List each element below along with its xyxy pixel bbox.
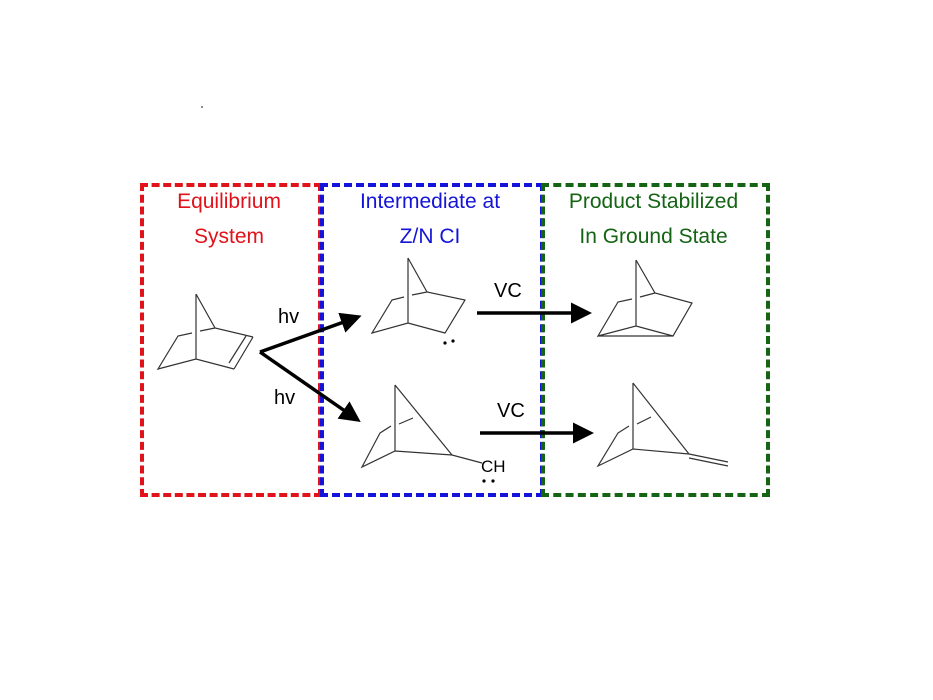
vc-label-bottom: VC xyxy=(497,400,525,422)
hv-label-top: hv xyxy=(278,306,300,328)
product-title: Product Stabilized In Ground State xyxy=(543,184,764,254)
ch-label: CH xyxy=(481,457,506,476)
vc-arrows xyxy=(477,302,594,444)
title-line: Intermediate at xyxy=(359,190,501,213)
title-line: System xyxy=(193,225,264,248)
title-line: Product Stabilized xyxy=(568,190,739,213)
intermediate-carbene-1 xyxy=(370,257,466,345)
stray-dot xyxy=(201,106,203,108)
product-box xyxy=(541,183,770,497)
hv-arrows xyxy=(259,312,362,422)
title-line: In Ground State xyxy=(579,225,728,248)
product-methylene xyxy=(596,382,729,468)
product-tricyclic xyxy=(596,259,693,337)
title-line: Equilibrium xyxy=(177,190,281,213)
intermediate-title: Intermediate at Z/N CI xyxy=(322,184,538,254)
title-line: Z/N CI xyxy=(399,225,461,248)
hv-label-bottom: hv xyxy=(274,387,296,409)
vc-label-top: VC xyxy=(494,280,522,302)
equilibrium-title: Equilibrium System xyxy=(142,184,316,254)
intermediate-carbene-2 xyxy=(360,384,495,483)
norbornene xyxy=(156,293,254,370)
